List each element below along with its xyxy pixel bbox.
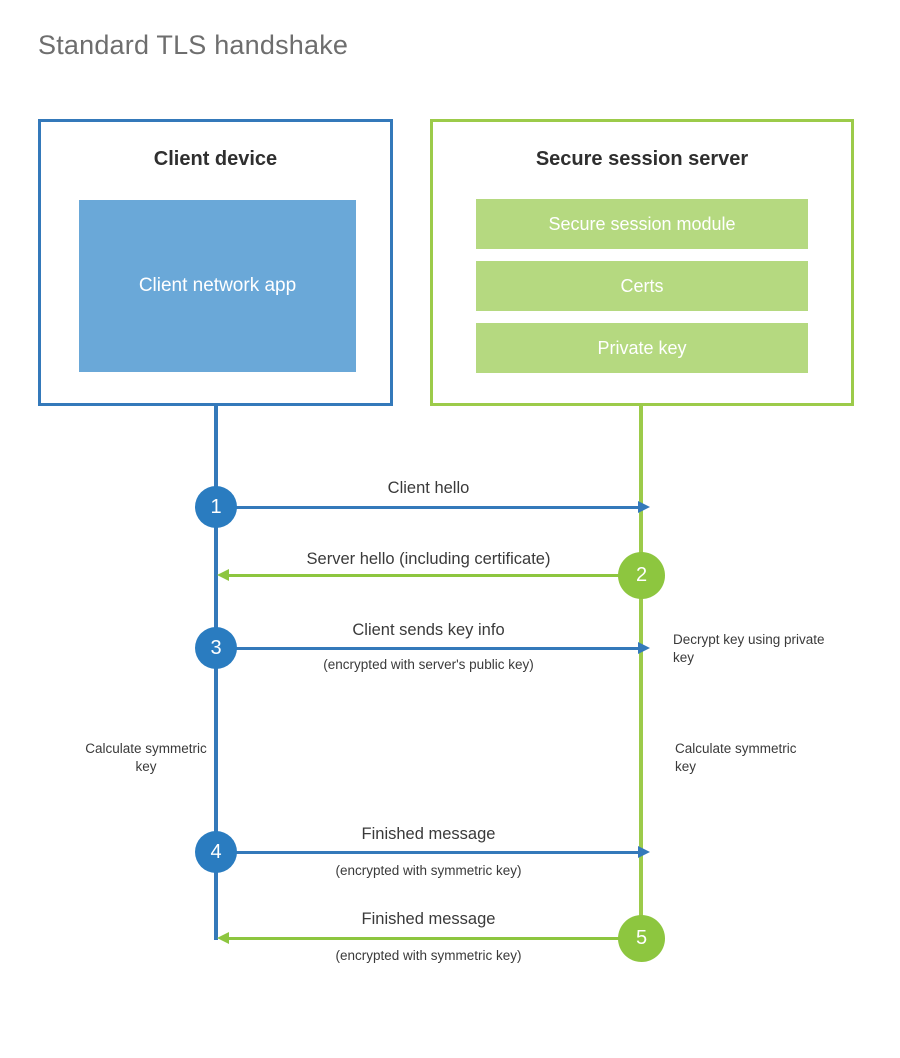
client-lifeline <box>214 406 218 940</box>
client-device-title: Client device <box>153 148 278 170</box>
step-4-sublabel: (encrypted with symmetric key) <box>335 863 522 878</box>
server-component-private-key: Private key <box>476 323 808 373</box>
server-note-calculate-symmetric-key: Calculate symmetric key <box>675 741 797 774</box>
server-component-secure-session-module: Secure session module <box>476 199 808 249</box>
step-5-arrow <box>217 932 642 944</box>
step-3-arrow <box>216 642 650 654</box>
step-4-arrow <box>216 846 650 858</box>
page-title: Standard TLS handshake <box>38 30 349 60</box>
server-component-list: Secure session module Certs Private key <box>476 199 808 373</box>
arrow-head-right-icon <box>638 642 650 654</box>
server-note-decrypt-key: Decrypt key using private key <box>673 632 825 665</box>
step-2-circle[interactable]: 2 <box>618 552 665 599</box>
client-note-calculate-symmetric-key: Calculate symmetric key <box>85 741 207 774</box>
step-5-label: Finished message <box>361 910 496 928</box>
arrow-head-right-icon <box>638 501 650 513</box>
secure-session-server-title: Secure session server <box>535 148 749 170</box>
step-3-label: Client sends key info <box>352 621 505 639</box>
server-lifeline <box>639 406 643 939</box>
step-2-label: Server hello (including certificate) <box>306 550 551 568</box>
step-5-circle[interactable]: 5 <box>618 915 665 962</box>
secure-session-server-box: Secure session server Secure session mod… <box>430 119 854 406</box>
server-component-certs: Certs <box>476 261 808 311</box>
client-device-box: Client device Client network app <box>38 119 393 406</box>
step-1-circle[interactable]: 1 <box>195 486 237 528</box>
step-1-label: Client hello <box>387 479 470 497</box>
step-3-circle[interactable]: 3 <box>195 627 237 669</box>
step-2-arrow <box>217 569 642 581</box>
arrow-head-right-icon <box>638 846 650 858</box>
step-3-sublabel: (encrypted with server's public key) <box>323 657 534 672</box>
step-4-label: Finished message <box>361 825 496 843</box>
arrow-head-left-icon <box>217 569 229 581</box>
step-5-sublabel: (encrypted with symmetric key) <box>335 948 522 963</box>
client-network-app-block: Client network app <box>79 200 356 372</box>
step-4-circle[interactable]: 4 <box>195 831 237 873</box>
arrow-head-left-icon <box>217 932 229 944</box>
step-1-arrow <box>216 501 650 513</box>
